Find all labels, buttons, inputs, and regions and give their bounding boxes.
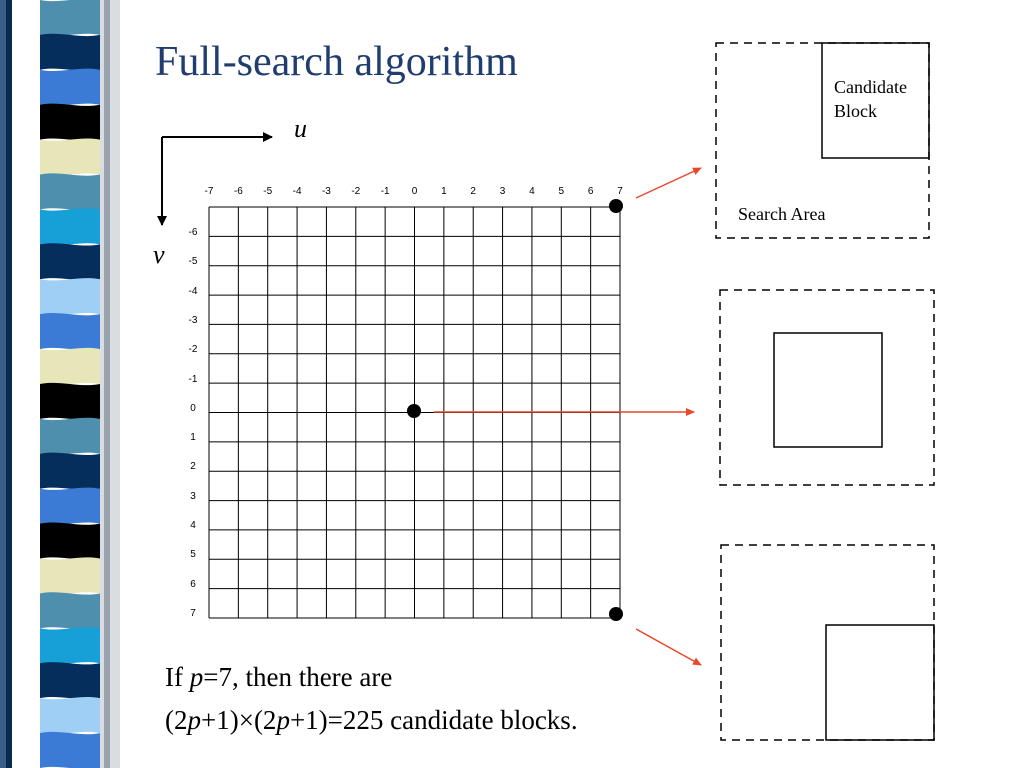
candidate-label-line2: Block bbox=[834, 101, 877, 121]
u-tick-label: 0 bbox=[411, 186, 418, 197]
v-tick-label: 1 bbox=[190, 432, 196, 444]
v-tick-label: -3 bbox=[188, 314, 198, 326]
candidate-block-middle bbox=[773, 332, 883, 448]
caption-text: =7, then there are bbox=[203, 662, 393, 692]
corner-bottom-right-dot bbox=[609, 607, 623, 621]
search-area-label: Search Area bbox=[738, 204, 826, 224]
v-tick-label: 5 bbox=[190, 549, 196, 561]
u-tick-label: -3 bbox=[321, 186, 331, 197]
u-tick-label: 2 bbox=[470, 186, 476, 197]
u-tick-label: 4 bbox=[529, 186, 535, 197]
stripe bbox=[40, 208, 100, 246]
u-tick-label: -7 bbox=[204, 186, 214, 197]
v-tick-label: 3 bbox=[190, 490, 196, 502]
v-tick-label: 2 bbox=[190, 461, 196, 473]
v-tick-label: -5 bbox=[188, 256, 198, 268]
caption-text: If bbox=[165, 662, 190, 692]
u-tick-label: -5 bbox=[263, 186, 273, 197]
candidate-block-label: Candidate Block bbox=[834, 75, 907, 123]
candidate-block-bottom bbox=[825, 624, 935, 741]
v-tick-label: -6 bbox=[188, 227, 198, 238]
v-tick-label: 0 bbox=[190, 402, 196, 414]
u-tick-label: 3 bbox=[499, 186, 506, 197]
u-tick-label: 6 bbox=[587, 186, 594, 197]
v-tick-label: -4 bbox=[188, 285, 198, 297]
v-tick-label: -1 bbox=[188, 373, 198, 385]
stripe bbox=[40, 347, 100, 386]
stripe bbox=[40, 557, 100, 595]
v-tick-label: 7 bbox=[190, 607, 196, 619]
center-dot bbox=[407, 404, 421, 418]
corner-top-right-dot bbox=[609, 199, 623, 213]
caption-text: +1)×(2 bbox=[201, 705, 277, 735]
stripe bbox=[40, 103, 100, 141]
caption-line2: (2p+1)×(2p+1)=225 candidate blocks. bbox=[165, 699, 578, 742]
u-tick-label: -1 bbox=[380, 186, 390, 197]
stripe bbox=[40, 522, 100, 560]
search-area-middle bbox=[719, 289, 935, 486]
caption-var: p bbox=[187, 705, 202, 735]
candidate-block-top bbox=[821, 42, 930, 159]
stripe bbox=[40, 662, 100, 700]
stripe bbox=[40, 487, 100, 525]
stripe bbox=[40, 313, 100, 351]
slide-title: Full-search algorithm bbox=[155, 39, 518, 85]
stripe-group bbox=[40, 0, 100, 768]
caption-var: p bbox=[189, 662, 204, 692]
stripe bbox=[40, 417, 100, 455]
v-tick-label: 6 bbox=[190, 578, 196, 590]
u-tick-label: -2 bbox=[351, 186, 361, 197]
v-axis-label: v bbox=[153, 240, 165, 269]
decorative-side-band bbox=[0, 0, 120, 768]
caption-text: +1)=225 candidate blocks. bbox=[289, 705, 578, 735]
caption-var: p bbox=[276, 705, 290, 735]
stripe bbox=[40, 0, 100, 37]
u-tick-label: 5 bbox=[558, 186, 565, 197]
stripe bbox=[40, 627, 100, 665]
stripe bbox=[40, 278, 100, 316]
stripe bbox=[40, 33, 100, 71]
stripe bbox=[40, 452, 100, 490]
stripe bbox=[40, 138, 100, 176]
v-tick-label: 4 bbox=[190, 520, 196, 531]
arrow-to-bottom-box bbox=[635, 628, 702, 666]
u-tick-label: 7 bbox=[617, 186, 623, 197]
stripe bbox=[40, 592, 100, 630]
caption-text: (2 bbox=[165, 705, 188, 735]
v-tick-label: -2 bbox=[188, 344, 198, 356]
search-area-bottom bbox=[720, 544, 935, 741]
u-tick-label: -4 bbox=[292, 186, 302, 197]
stripe bbox=[40, 731, 100, 768]
candidate-label-line1: Candidate bbox=[834, 77, 907, 97]
stripe bbox=[40, 68, 100, 106]
stripe bbox=[40, 382, 100, 421]
stripe bbox=[40, 243, 100, 281]
u-tick-label: -6 bbox=[233, 186, 243, 197]
u-tick-label: 1 bbox=[441, 186, 447, 197]
stripe bbox=[40, 173, 100, 211]
caption-line1: If p=7, then there are bbox=[165, 656, 578, 699]
stripe bbox=[40, 697, 100, 735]
caption: If p=7, then there are (2p+1)×(2p+1)=225… bbox=[165, 656, 578, 742]
u-axis-label: u bbox=[294, 114, 307, 143]
arrow-to-top-box bbox=[635, 167, 702, 199]
